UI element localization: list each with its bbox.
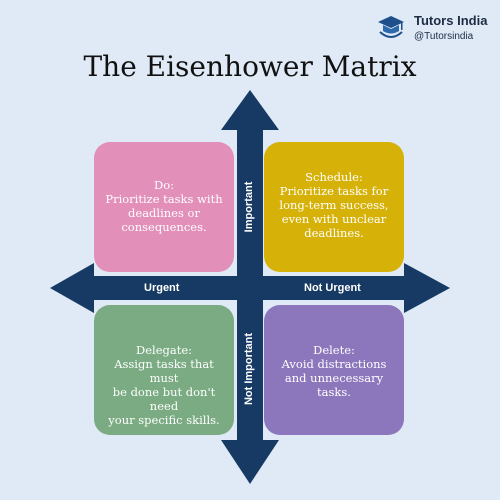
quadrant-text-line: even with unclear	[281, 212, 387, 226]
axis-label-not-important: Not Important	[243, 332, 255, 406]
axis-label-urgent: Urgent	[144, 282, 180, 294]
brand-name: Tutors India	[414, 13, 488, 28]
quadrant-heading: Do:	[153, 178, 175, 192]
quadrant-text-line: be done but don't need	[112, 385, 216, 413]
quadrant-text-line: deadlines or	[128, 206, 200, 220]
quadrant-text-line: Prioritize tasks with	[105, 192, 223, 206]
quadrant-text-line: long-term success,	[279, 198, 389, 212]
brand: Tutors India @Tutorsindia	[376, 12, 496, 46]
quadrant-text-line: Prioritize tasks for	[279, 184, 389, 198]
page-title: The Eisenhower Matrix	[83, 50, 417, 83]
quadrant-text-line: Avoid distractions	[281, 357, 387, 371]
quadrant-do: Do: Prioritize tasks with deadlines or c…	[94, 142, 234, 272]
graduation-cap-crest-icon	[378, 16, 404, 38]
quadrant-heading: Delete:	[313, 343, 355, 357]
quadrant-text-line: tasks.	[317, 385, 351, 399]
quadrant-delete: Delete: Avoid distractions and unnecessa…	[264, 305, 404, 435]
axis-label-not-urgent: Not Urgent	[304, 282, 361, 294]
quadrant-delegate: Delegate: Assign tasks that must be done…	[94, 305, 234, 435]
quadrant-heading: Delegate:	[135, 343, 193, 357]
quadrant-text-line: Assign tasks that must	[114, 357, 214, 385]
brand-handle: @Tutorsindia	[414, 31, 474, 42]
axis-label-important: Important	[243, 181, 255, 233]
quadrant-text-line: consequences.	[121, 220, 207, 234]
quadrant-schedule: Schedule: Prioritize tasks for long-term…	[264, 142, 404, 272]
quadrant-heading: Schedule:	[305, 170, 363, 184]
quadrant-text-line: and unnecessary	[284, 371, 384, 385]
quadrant-text-line: deadlines.	[304, 226, 364, 240]
quadrant-text-line: your specific skills.	[108, 413, 220, 427]
horizontal-axis-arrow	[50, 263, 450, 313]
